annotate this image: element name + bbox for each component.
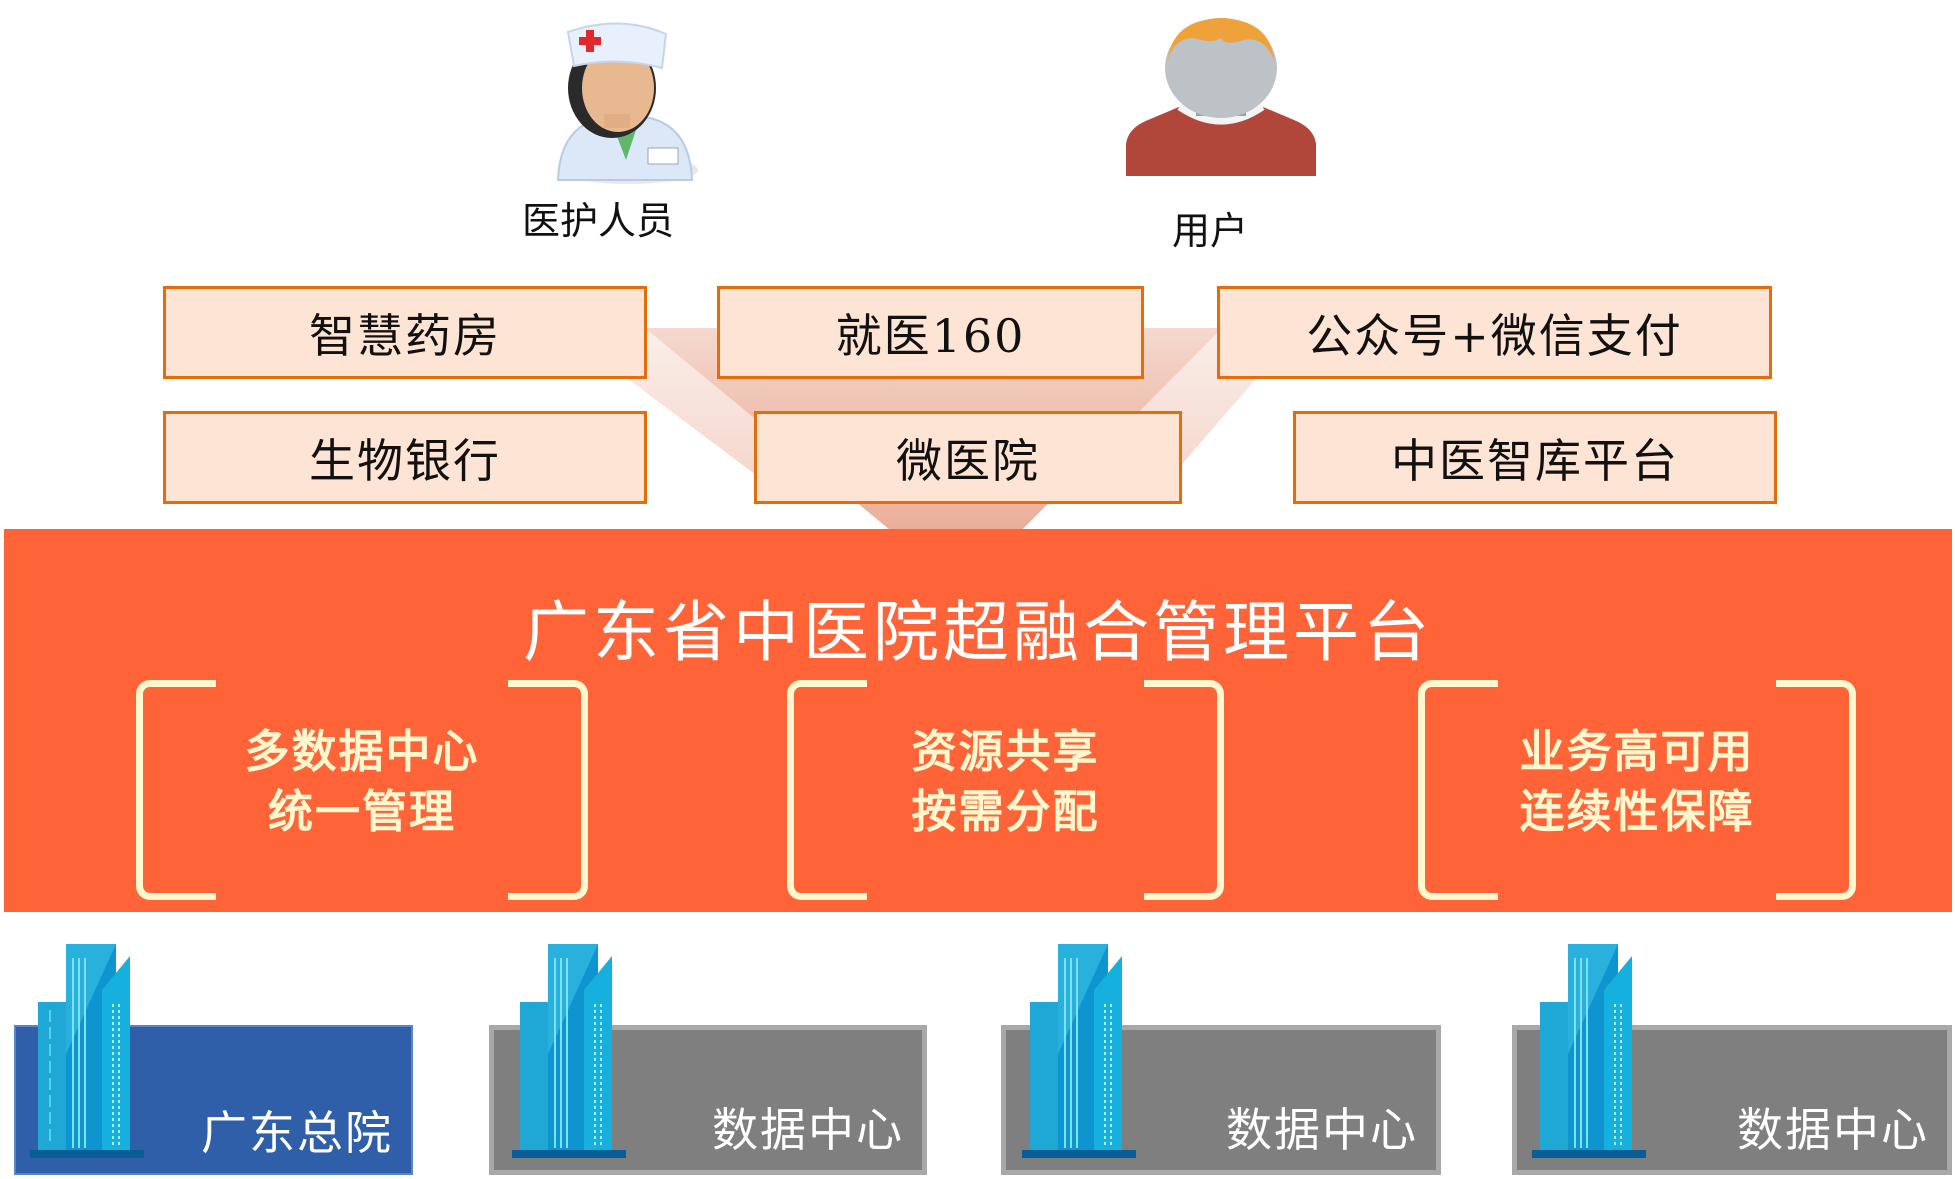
bracket-right: [1776, 680, 1856, 900]
bracket-left: [787, 680, 867, 900]
service-bio-bank[interactable]: 生物银行: [163, 411, 647, 504]
feature-line: 业务高可用: [1519, 725, 1755, 778]
nurse-icon: [556, 22, 698, 184]
service-tcm-think-tank[interactable]: 中医智库平台: [1293, 411, 1777, 504]
service-label: 智慧药房: [309, 308, 501, 363]
bracket-left: [1418, 680, 1498, 900]
service-wei-hospital[interactable]: 微医院: [754, 411, 1182, 504]
feature-block: 多数据中心 统一管理: [136, 680, 588, 900]
user-icon: [1126, 18, 1316, 176]
service-label: 公众号+微信支付: [1306, 308, 1683, 363]
building-icon: [1022, 944, 1136, 1158]
datacenter-label: 数据中心: [1737, 1103, 1929, 1157]
platform-banner: 广东省中医院超融合管理平台 多数据中心 统一管理 资源共享 按需分配 业务高可用…: [4, 529, 1952, 912]
actor-label: 用户: [1171, 209, 1249, 253]
building-icon: [30, 944, 144, 1158]
actor-label: 医护人员: [521, 199, 675, 243]
platform-title: 广东省中医院超融合管理平台: [523, 594, 1433, 671]
datacenter-label: 数据中心: [1226, 1103, 1418, 1157]
service-label: 微医院: [896, 433, 1040, 488]
feature-block: 资源共享 按需分配: [787, 680, 1224, 900]
feature-line: 按需分配: [911, 785, 1100, 838]
bracket-right: [1144, 680, 1224, 900]
building-icon: [512, 944, 626, 1158]
feature-line: 统一管理: [267, 785, 456, 838]
bracket-left: [136, 680, 216, 900]
datacenter-label: 数据中心: [712, 1103, 904, 1157]
feature-block: 业务高可用 连续性保障: [1418, 680, 1856, 900]
feature-line: 资源共享: [911, 725, 1100, 778]
feature-line: 多数据中心: [244, 725, 480, 778]
service-smart-pharmacy[interactable]: 智慧药房: [163, 286, 647, 379]
feature-text: 资源共享 按需分配: [787, 722, 1224, 842]
datacenter-label: 广东总院: [201, 1106, 393, 1160]
service-label: 生物银行: [309, 433, 501, 488]
service-label: 中医智库平台: [1391, 433, 1679, 488]
feature-text: 业务高可用 连续性保障: [1418, 722, 1856, 842]
feature-text: 多数据中心 统一管理: [136, 722, 588, 842]
feature-line: 连续性保障: [1519, 785, 1755, 838]
bracket-right: [508, 680, 588, 900]
service-jiuyi160[interactable]: 就医160: [717, 286, 1144, 379]
service-label: 就医160: [835, 308, 1026, 363]
building-icon: [1532, 944, 1646, 1158]
service-wechat-pay[interactable]: 公众号+微信支付: [1217, 286, 1772, 379]
